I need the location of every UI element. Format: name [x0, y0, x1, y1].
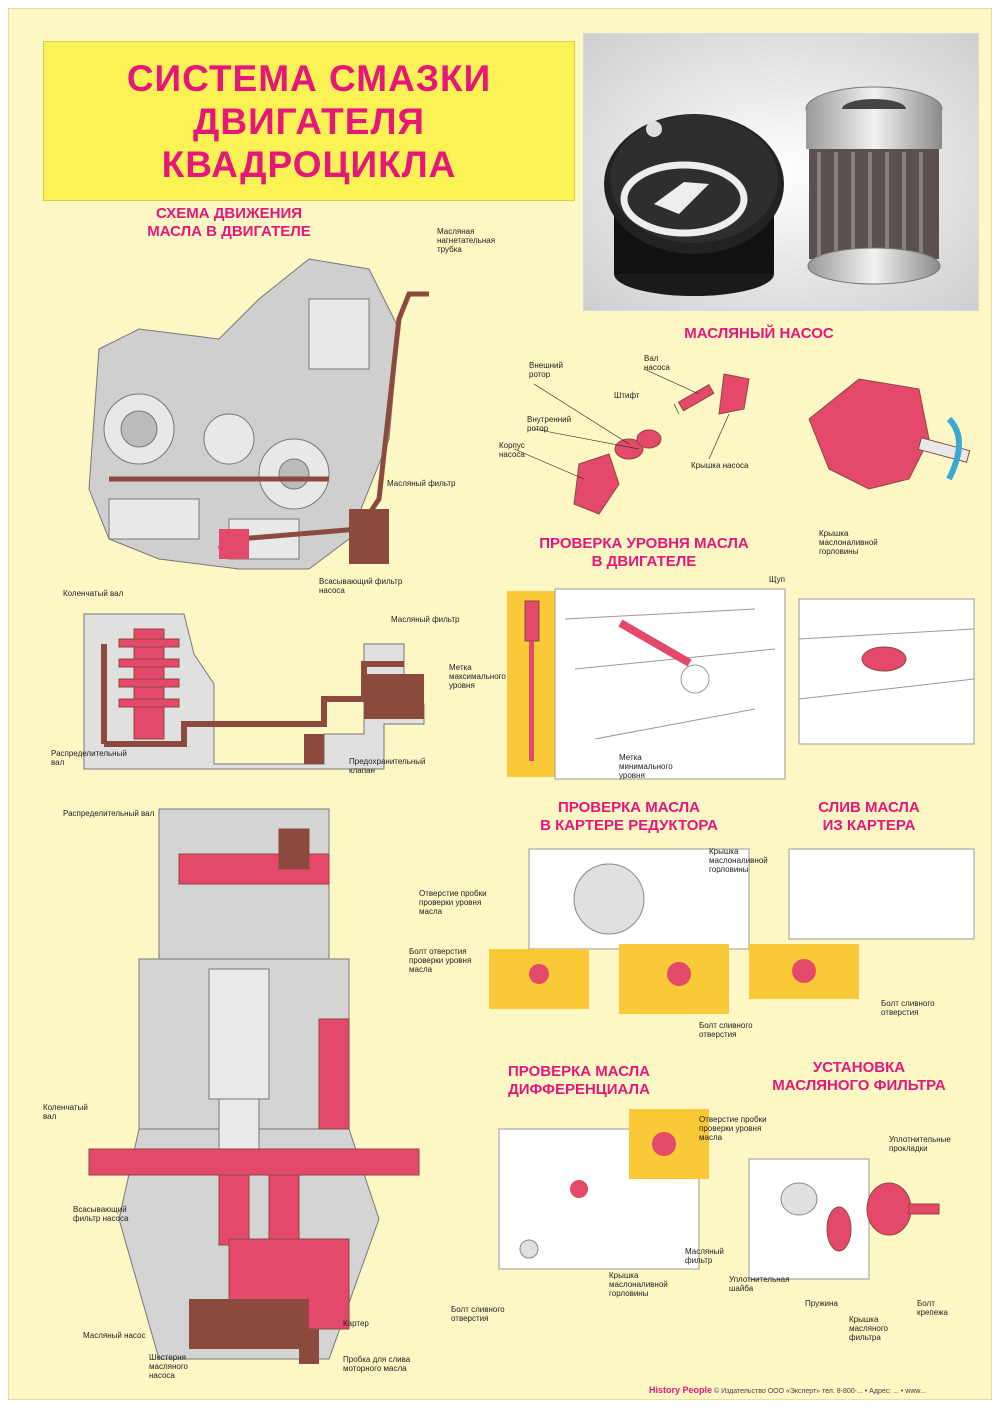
drain-heading-line-2: ИЗ КАРТЕРА	[822, 817, 916, 834]
label-distributor-shaft-1: Распределительный вал	[51, 749, 127, 767]
label-oil-filter-1: Масляный фильтр	[387, 479, 456, 488]
label-level-hole: Отверстие пробки проверки уровня масла	[419, 889, 487, 916]
label-crankshaft: Коленчатый вал	[43, 1103, 88, 1121]
label-filler-cap: Крышка маслоналивной горловины	[819, 529, 878, 556]
diff-heading: ПРОВЕРКА МАСЛА ДИФФЕРЕНЦИАЛА	[469, 1063, 689, 1099]
scheme-heading-line-1: СХЕМА ДВИЖЕНИЯ	[155, 205, 303, 222]
label-drain-plug: Пробка для слива моторного масла	[343, 1355, 411, 1373]
label-pump-body: Корпус насоса	[499, 441, 525, 459]
filler-cap-view	[798, 598, 975, 745]
label-safety-valve: Предохранительный клапан	[349, 757, 426, 775]
label-level-bolt: Болт отверстия проверки уровня масла	[409, 947, 472, 974]
label-min-mark: Метка минимального уровня	[619, 753, 673, 780]
label-dipstick: Щуп	[769, 575, 786, 584]
dipstick-image	[524, 600, 540, 761]
label-filter-oil: Масляный фильтр	[685, 1247, 724, 1265]
drain-heading-line-1: СЛИВ МАСЛА	[818, 799, 920, 816]
label-diff-level-hole: Отверстие пробки проверки уровня масла	[699, 1115, 767, 1142]
oil-flow-schematic	[83, 613, 425, 770]
label-filter-bolt: Болт крепежа	[917, 1299, 948, 1317]
label-outer-rotor: Внешний ротор	[529, 361, 563, 379]
label-pump-gear: Шестерня масляного насоса	[149, 1353, 189, 1380]
label-oil-pump: Масляный насос	[83, 1331, 146, 1340]
filter-heading: УСТАНОВКА МАСЛЯНОГО ФИЛЬТРА	[734, 1059, 984, 1095]
label-diff-filler-cap: Крышка маслоналивной горловины	[609, 1271, 668, 1298]
label-pin: Штифт	[614, 391, 640, 400]
label-suction-filter-2: Всасывающий фильтр насоса	[73, 1205, 129, 1223]
label-filter-washer: Уплотнительная шайба	[729, 1275, 790, 1293]
label-inner-rotor: Внутренний ротор	[527, 415, 572, 433]
label-filter-seals: Уплотнительные прокладки	[889, 1135, 951, 1153]
title-line-3: КВАДРОЦИКЛА	[161, 143, 457, 185]
label-pump-cover: Крышка насоса	[691, 461, 749, 470]
drain-view	[749, 848, 975, 999]
poster: СИСТЕМА СМАЗКИ ДВИГАТЕЛЯ КВАДРОЦИКЛА	[8, 8, 992, 1400]
footer: History People © Издательство ООО «Экспе…	[649, 1385, 989, 1395]
oil-pump-exploded	[513, 368, 750, 515]
diff-heading-line-2: ДИФФЕРЕНЦИАЛА	[508, 1081, 650, 1098]
level-heading: ПРОВЕРКА УРОВНЯ МАСЛА В ДВИГАТЕЛЕ	[479, 535, 809, 571]
label-suction-filter-1: Всасывающий фильтр насоса	[319, 577, 403, 595]
engine-cross-section	[88, 808, 420, 1364]
gearbox-heading: ПРОВЕРКА МАСЛА В КАРТЕРЕ РЕДУКТОРА	[479, 799, 779, 835]
label-distributor-shaft-2: Распределительный вал	[63, 809, 155, 818]
gearbox-check-view	[489, 848, 750, 1014]
label-camshaft-1: Коленчатый вал	[63, 589, 124, 598]
level-heading-line-1: ПРОВЕРКА УРОВНЯ МАСЛА	[539, 535, 749, 552]
dipstick-panel	[507, 591, 555, 777]
label-pump-shaft: Вал насоса	[644, 354, 670, 372]
engine-side-diagram	[88, 258, 429, 570]
title-line-1: СИСТЕМА СМАЗКИ	[126, 57, 492, 99]
gearbox-heading-line-2: В КАРТЕРЕ РЕДУКТОРА	[540, 817, 718, 834]
differential-view	[498, 1109, 709, 1270]
engine-level-view	[554, 588, 786, 780]
label-oil-tube: Масляная нагнетательная трубка	[437, 227, 496, 254]
label-filter-cover: Крышка масляного фильтра	[849, 1315, 889, 1342]
pump-heading-line-1: МАСЛЯНЫЙ НАСОС	[684, 325, 834, 342]
title-line-2: ДВИГАТЕЛЯ	[192, 100, 426, 142]
drain-heading: СЛИВ МАСЛА ИЗ КАРТЕРА	[779, 799, 959, 835]
label-max-mark: Метка максимального уровня	[449, 663, 506, 690]
gearbox-heading-line-1: ПРОВЕРКА МАСЛА	[557, 799, 701, 816]
footer-text: © Издательство ООО «Эксперт» тел. 8-800-…	[713, 1388, 926, 1395]
oil-pump-assembled	[808, 378, 971, 490]
label-diff-drain-bolt: Болт сливного отверстия	[451, 1305, 505, 1323]
filter-photo-image	[584, 34, 978, 310]
label-oil-filter-2: Масляный фильтр	[391, 615, 460, 624]
filter-heading-line-2: МАСЛЯНОГО ФИЛЬТРА	[772, 1077, 946, 1094]
level-heading-line-2: В ДВИГАТЕЛЕ	[591, 553, 697, 570]
label-drain-bolt: Болт сливного отверстия	[881, 999, 935, 1017]
label-filter-spring: Пружина	[805, 1299, 838, 1308]
scheme-heading: СХЕМА ДВИЖЕНИЯ МАСЛА В ДВИГАТЕЛЕ	[109, 205, 349, 241]
filter-heading-line-1: УСТАНОВКА	[812, 1059, 906, 1076]
product-photo	[583, 33, 979, 311]
filter-install-view	[748, 1158, 940, 1280]
scheme-heading-line-2: МАСЛА В ДВИГАТЕЛЕ	[147, 223, 311, 240]
diff-heading-line-1: ПРОВЕРКА МАСЛА	[507, 1063, 651, 1080]
pump-heading: МАСЛЯНЫЙ НАСОС	[649, 325, 869, 343]
footer-brand: History People	[649, 1385, 713, 1395]
title-box: СИСТЕМА СМАЗКИ ДВИГАТЕЛЯ КВАДРОЦИКЛА	[43, 41, 575, 201]
label-gear-drain-hole: Болт сливного отверстия	[699, 1021, 753, 1039]
label-crankcase: Картер	[343, 1319, 369, 1328]
label-gear-filler-cap: Крышка маслоналивной горловины	[709, 847, 768, 874]
